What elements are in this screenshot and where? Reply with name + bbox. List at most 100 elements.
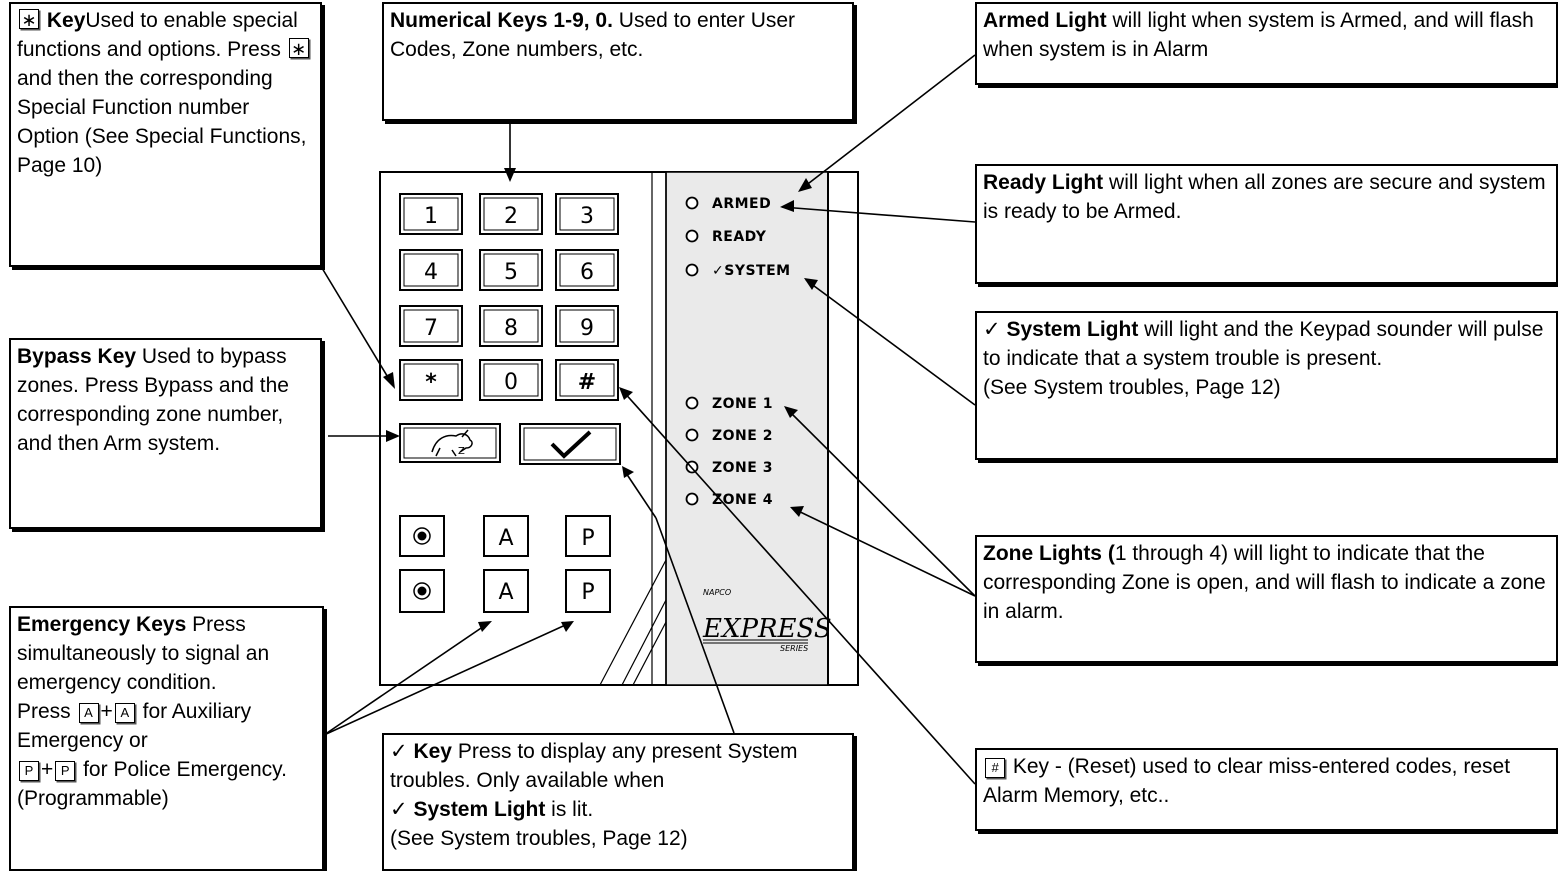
- led-label: ARMED: [712, 196, 771, 212]
- system-check-icon: ✓: [983, 317, 1001, 341]
- key-9[interactable]: 9: [555, 305, 619, 347]
- led-armed: ARMED: [685, 196, 771, 212]
- emergency-title: Emergency Keys: [17, 613, 187, 636]
- key-1[interactable]: 1: [399, 193, 463, 235]
- key-label: 8: [504, 316, 518, 341]
- numerical-title: Numerical Keys 1-9, 0.: [390, 9, 613, 32]
- a-key-1: [483, 515, 529, 557]
- key-2[interactable]: 2: [479, 193, 543, 235]
- emergency-police: for Police Emergency. (Programmable): [17, 758, 287, 810]
- check-key-icon: ✓: [390, 739, 408, 763]
- emergency-press: Press: [17, 700, 77, 723]
- key-5[interactable]: 5: [479, 249, 543, 291]
- leader-lines: [321, 54, 976, 785]
- check-key-ref: (See System troubles, Page 12): [390, 827, 688, 850]
- key-label: 3: [580, 204, 594, 229]
- star-key-text: Used to enable special functions and opt…: [17, 9, 298, 61]
- a-key-1-label: A: [498, 526, 513, 551]
- key-3[interactable]: 3: [555, 193, 619, 235]
- arrowheads: [383, 168, 818, 632]
- zone-lights-callout: Zone Lights (1 through 4) will light to …: [975, 535, 1558, 663]
- star-key-title: Key: [46, 9, 86, 32]
- key-label: 1: [424, 204, 438, 229]
- hash-key-text: Key - (Reset) used to clear miss-entered…: [983, 755, 1511, 807]
- key-label: *: [425, 370, 437, 395]
- system-title: System Light: [1006, 318, 1139, 341]
- svg-text:SERIES: SERIES: [780, 644, 808, 653]
- key-star[interactable]: *: [399, 359, 463, 401]
- led-list: ARMED READY ✓SYSTEM ZONE 1 ZONE 2 ZONE 3 ZONE …: [685, 196, 791, 508]
- led-panel: [665, 171, 829, 686]
- check-key-icon-2: ✓: [390, 797, 408, 821]
- bypass-title: Bypass Key: [17, 345, 137, 368]
- system-text: will light and the Keypad sounder will p…: [983, 318, 1544, 370]
- bypass-text: Used to bypass zones. Press Bypass and t…: [17, 345, 289, 455]
- p-key-icon-1: P: [19, 761, 39, 781]
- star-key-callout: ∗ KeyUsed to enable special functions an…: [9, 2, 322, 267]
- ready-title: Ready Light: [983, 171, 1104, 194]
- p-key-1: [565, 515, 611, 557]
- svg-text:EXPRESS: EXPRESS: [702, 614, 832, 644]
- svg-text:™: ™: [806, 617, 815, 627]
- bypass-key[interactable]: Z: [399, 423, 501, 463]
- led-ready: READY: [685, 229, 767, 245]
- ready-light-callout: Ready Light will light when all zones ar…: [975, 164, 1558, 284]
- key-label: 9: [580, 316, 594, 341]
- key-6[interactable]: 6: [555, 249, 619, 291]
- key-7[interactable]: 7: [399, 305, 463, 347]
- numerical-keys-callout: Numerical Keys 1-9, 0. Used to enter Use…: [382, 2, 854, 121]
- p-key-icon-2: P: [55, 761, 76, 781]
- key-label: 4: [424, 260, 438, 285]
- numeric-keypad: 1 2 3 4 5 6 7 8 9 * 0 #: [399, 193, 619, 401]
- emergency-keys-callout: Emergency Keys Press simultaneously to s…: [9, 606, 324, 871]
- emergency-key-row-1: A P: [399, 515, 611, 557]
- emergency-key-row-2: A P: [399, 569, 611, 613]
- rabbit-icon: [431, 429, 473, 457]
- keypad-edge: [827, 171, 859, 686]
- system-light-callout: ✓ System Light will light and the Keypad…: [975, 311, 1558, 460]
- check-key-title2: System Light: [413, 798, 546, 821]
- a-key-icon-2: A: [114, 703, 135, 723]
- p-key-2: [565, 569, 611, 613]
- key-label: #: [578, 370, 596, 395]
- led-label: ZONE 3: [712, 460, 773, 476]
- led-label: ZONE 1: [712, 396, 773, 412]
- key-label: 5: [504, 260, 518, 285]
- led-zone-4: ZONE 4: [685, 492, 773, 508]
- led-system: ✓SYSTEM: [685, 263, 791, 279]
- led-zone-1: ZONE 1: [685, 396, 773, 412]
- check-key-text2: is lit.: [545, 798, 594, 821]
- led-label: ✓SYSTEM: [712, 263, 791, 279]
- led-label: ZONE 2: [712, 428, 773, 444]
- checkmark-icon: [550, 430, 592, 459]
- key-label: 6: [580, 260, 594, 285]
- brand-logo: NAPCO EXPRESS ™ SERIES: [702, 588, 832, 653]
- check-key-text: Press to display any present System trou…: [390, 740, 798, 792]
- key-8[interactable]: 8: [479, 305, 543, 347]
- key-hash[interactable]: #: [555, 359, 619, 401]
- zone-text: 1 through 4) will light to indicate that…: [983, 542, 1546, 623]
- key-label: 2: [504, 204, 518, 229]
- plus-sign-1: +: [100, 700, 113, 723]
- p-key-2-label: P: [581, 580, 594, 605]
- key-4[interactable]: 4: [399, 249, 463, 291]
- key-0[interactable]: 0: [479, 359, 543, 401]
- plus-sign-2: +: [41, 758, 54, 781]
- led-zone-2: ZONE 2: [685, 428, 773, 444]
- check-key[interactable]: [519, 423, 621, 465]
- check-key-title: Key: [413, 740, 452, 763]
- p-key-1-label: P: [581, 526, 594, 551]
- svg-text:Z: Z: [458, 446, 465, 457]
- hash-key-callout: # Key - (Reset) used to clear miss-enter…: [975, 748, 1558, 831]
- key-label: 7: [424, 316, 438, 341]
- a-key-2: [483, 569, 529, 613]
- zone-title: Zone Lights (: [983, 542, 1115, 565]
- led-label: READY: [712, 229, 767, 245]
- armed-title: Armed Light: [983, 9, 1107, 32]
- numerical-text: Used to enter User Codes, Zone numbers, …: [390, 9, 796, 61]
- a-key-2-label: A: [498, 580, 513, 605]
- led-label: ZONE 4: [712, 492, 773, 508]
- star-key-inline-icon: ∗: [288, 38, 309, 59]
- emergency-text: Press simultaneously to signal an emerge…: [17, 613, 270, 694]
